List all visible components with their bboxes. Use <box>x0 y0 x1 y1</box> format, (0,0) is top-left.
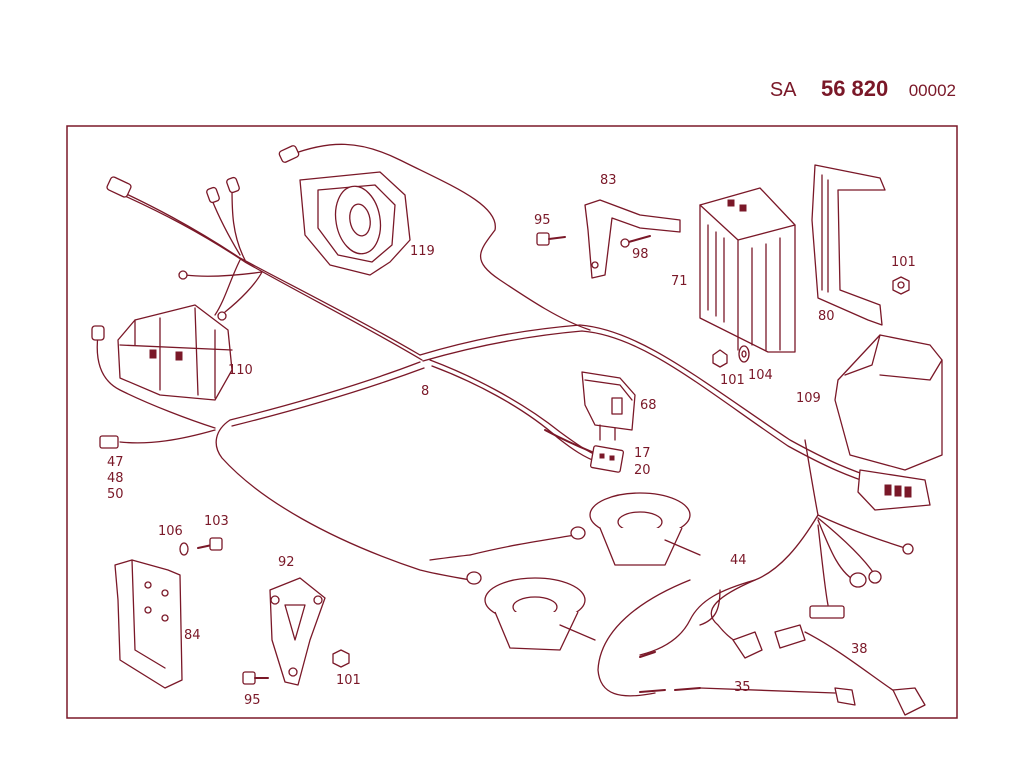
antenna-cable-38 <box>774 624 926 716</box>
screw-98 <box>620 235 651 248</box>
harness-connector-topleft <box>106 176 132 198</box>
multi-pin-connector <box>857 469 931 511</box>
main-wiring-harness <box>96 143 881 581</box>
antenna-cable-35 <box>639 687 856 706</box>
label-48: 48 <box>107 471 124 486</box>
cover-109 <box>834 334 943 471</box>
label-84: 84 <box>184 628 201 643</box>
label-98: 98 <box>632 247 649 262</box>
label-92: 92 <box>278 555 295 570</box>
label-8: 8 <box>421 384 429 399</box>
label-119: 119 <box>410 244 435 259</box>
label-71: 71 <box>671 274 688 289</box>
bolt-95-bottom <box>242 671 269 685</box>
label-44: 44 <box>730 553 747 568</box>
drawing-prefix: SA <box>769 79 797 101</box>
speaker-housing-119 <box>299 171 411 276</box>
label-109: 109 <box>796 391 821 406</box>
washer-106 <box>179 542 189 556</box>
label-95-top: 95 <box>534 213 551 228</box>
bracket-83 <box>584 199 681 279</box>
label-101-right: 101 <box>891 255 916 270</box>
connector-17-20 <box>589 445 625 473</box>
bolt-95-top <box>536 232 566 246</box>
nut-101-bottom <box>332 649 350 668</box>
callout-labels: 119 83 95 98 71 101 80 110 8 68 101 104 … <box>107 173 916 708</box>
amplifier-71 <box>699 187 796 353</box>
label-47: 47 <box>107 455 124 470</box>
speaker-left <box>484 577 596 651</box>
washer-104 <box>738 345 750 363</box>
nut-101-mid <box>712 349 728 368</box>
control-unit-110 <box>117 304 233 401</box>
label-50: 50 <box>107 487 124 502</box>
label-17: 17 <box>634 446 651 461</box>
switch-68 <box>581 371 636 441</box>
label-83: 83 <box>600 173 617 188</box>
label-101-bottom: 101 <box>336 673 361 688</box>
label-20: 20 <box>634 463 651 478</box>
antenna-lead-tip <box>278 145 300 163</box>
speaker-connector-plugs <box>466 526 586 585</box>
diagram-frame <box>66 125 958 719</box>
label-106: 106 <box>158 524 183 539</box>
label-103: 103 <box>204 514 229 529</box>
label-68: 68 <box>640 398 657 413</box>
nut-101-right <box>892 276 910 295</box>
mounting-bracket-84 <box>114 559 183 689</box>
label-80: 80 <box>818 309 835 324</box>
harness-terminal-pair <box>178 176 240 321</box>
label-38: 38 <box>851 642 868 657</box>
bracket-92 <box>269 577 326 686</box>
label-95-bottom: 95 <box>244 693 261 708</box>
mounting-frame-80 <box>811 164 886 326</box>
label-35: 35 <box>734 680 751 695</box>
drawing-number: SA 56 820 00002 <box>770 76 956 102</box>
drawing-sheet-number: 00002 <box>908 81 956 100</box>
label-101-mid: 101 <box>720 373 745 388</box>
bolt-103 <box>197 537 223 551</box>
speaker-right <box>589 492 701 566</box>
antenna-harness-44 <box>597 439 914 697</box>
drawing-group-number: 56 820 <box>820 76 889 101</box>
harness-terminal-left <box>91 325 105 341</box>
plug-47-48-50 <box>99 435 119 449</box>
label-110: 110 <box>228 363 253 378</box>
label-104: 104 <box>748 368 773 383</box>
